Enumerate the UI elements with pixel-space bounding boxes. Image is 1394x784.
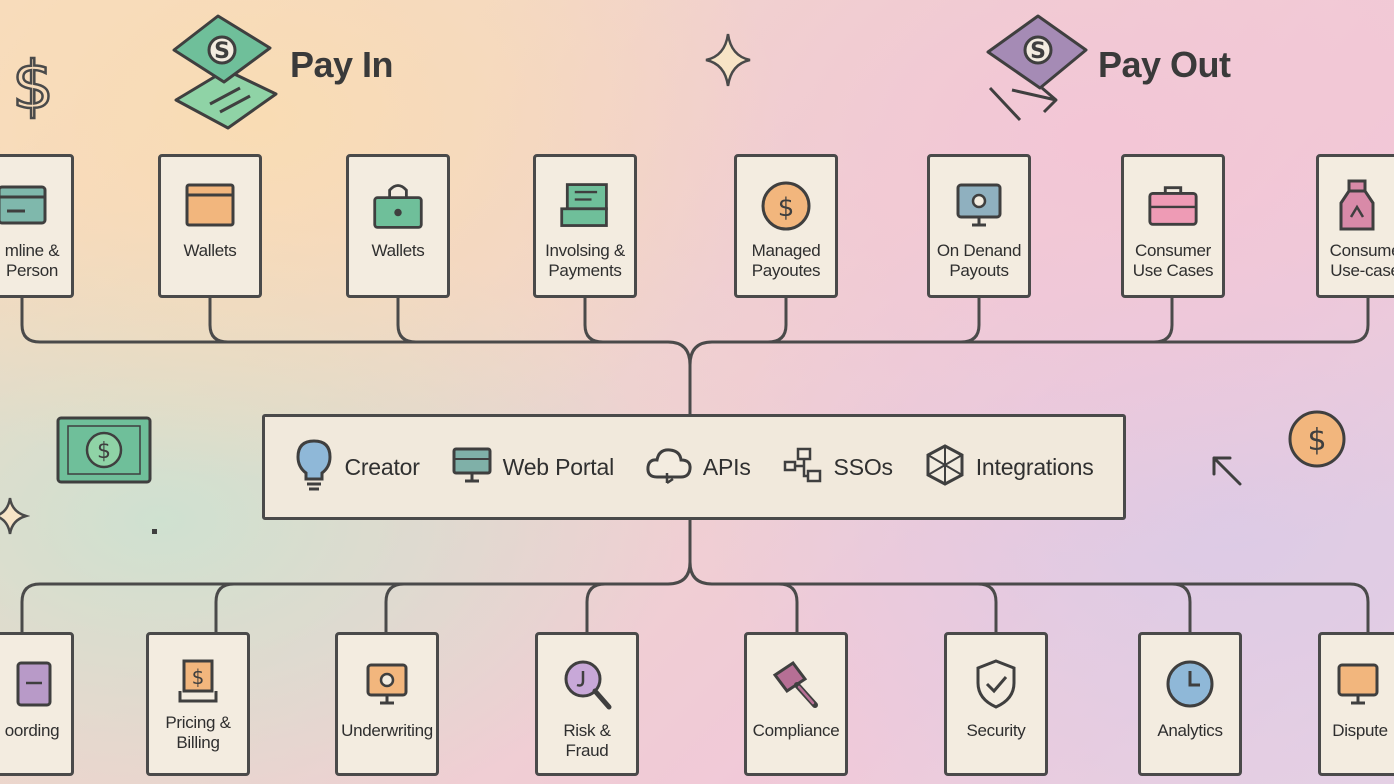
- top-node-managed-payouts[interactable]: $ Managed Payoutes: [734, 154, 838, 298]
- top-drop-6: [959, 296, 981, 344]
- cursor-arrow-icon: [1212, 456, 1242, 486]
- pay-out-icon: S: [986, 14, 1088, 122]
- bottom-drop-5: [777, 582, 799, 636]
- top-node-label: On Denand Payouts: [936, 241, 1022, 280]
- bottom-node-label: Underwriting: [341, 721, 433, 740]
- top-node-invoicing-payments[interactable]: Involsing & Payments: [533, 154, 637, 298]
- top-node-label: Managed Payoutes: [751, 241, 821, 280]
- bottom-drop-4: [585, 582, 607, 636]
- pay-in-title: Pay In: [290, 44, 394, 85]
- cube-icon: [924, 443, 966, 492]
- coin-icon: $: [1288, 410, 1346, 468]
- bottom-node-label: Analytics: [1157, 721, 1223, 740]
- wallet-icon: [183, 179, 237, 233]
- monitor-icon: [360, 657, 414, 711]
- hub-item-label: SSOs: [833, 453, 893, 480]
- hub-item-creator[interactable]: Creator: [294, 437, 420, 498]
- bottom-node-label: Compliance: [752, 721, 840, 740]
- network-icon: [782, 446, 824, 489]
- bottom-node-label: oording: [4, 721, 60, 740]
- svg-text:S: S: [1030, 39, 1046, 64]
- hub-item-label: Web Portal: [502, 453, 615, 480]
- cloud-icon: [645, 445, 693, 490]
- svg-text:S: S: [214, 39, 230, 64]
- price-tag-icon: $: [171, 655, 225, 709]
- hub-item-integrations[interactable]: Integrations: [924, 443, 1094, 492]
- bottom-drop-3: [384, 582, 406, 636]
- top-node-on-demand-payouts[interactable]: On Denand Payouts: [927, 154, 1031, 298]
- sparkle-icon: [705, 33, 751, 87]
- svg-text:$: $: [97, 439, 111, 464]
- bottom-node-underwriting[interactable]: Underwriting: [335, 632, 439, 776]
- pay-out-title: Pay Out: [1098, 44, 1231, 85]
- bottom-node-label: Pricing & Billing: [165, 713, 231, 752]
- top-node-online-person[interactable]: mline & Person: [0, 154, 74, 298]
- hub-item-label: Integrations: [975, 453, 1094, 480]
- svg-text:$: $: [778, 193, 795, 223]
- sparkle-small-icon: [0, 497, 30, 535]
- hub-item-label: APIs: [702, 453, 751, 480]
- svg-text:$: $: [12, 47, 54, 122]
- bottom-drop-6: [976, 582, 998, 636]
- top-node-label: Involsing & Payments: [545, 241, 625, 280]
- bottom-node-risk-fraud[interactable]: Risk & Fraud: [535, 632, 639, 776]
- invoice-stack-icon: [558, 179, 612, 233]
- top-node-wallets[interactable]: Wallets: [158, 154, 262, 298]
- top-drop-7: [1152, 296, 1174, 344]
- top-node-consumer-use-cases[interactable]: Consumer Use Cases: [1121, 154, 1225, 298]
- top-node-label: Wallets: [183, 241, 237, 260]
- banknote-icon: $: [56, 416, 152, 484]
- lightbulb-icon: [294, 437, 334, 498]
- locked-wallet-icon: [371, 179, 425, 233]
- platform-hub: Creator Web Portal APIs SSOs Integration…: [262, 414, 1126, 520]
- dollar-coin-icon: $: [759, 179, 813, 233]
- top-node-label: Consumer Use Cases: [1132, 241, 1214, 280]
- svg-text:$: $: [192, 665, 205, 689]
- top-node-wallets-secure[interactable]: Wallets: [346, 154, 450, 298]
- dollar-sign-icon: $: [11, 46, 56, 122]
- monitor-icon: [1331, 657, 1385, 711]
- monitor-icon: [952, 179, 1006, 233]
- monitor-icon: [451, 445, 493, 490]
- top-drop-1: [208, 296, 230, 344]
- bottom-node-onboarding[interactable]: oording: [0, 632, 74, 776]
- hub-item-ssos[interactable]: SSOs: [782, 446, 893, 489]
- card-icon: [0, 179, 49, 233]
- bottom-bus-line: [20, 518, 692, 636]
- hub-item-apis[interactable]: APIs: [645, 445, 751, 490]
- bottom-drop-2: [214, 582, 236, 636]
- briefcase-icon: [1146, 179, 1200, 233]
- magnifier-icon: [560, 657, 614, 711]
- gavel-icon: [769, 657, 823, 711]
- bottom-node-security[interactable]: Security: [944, 632, 1048, 776]
- bottom-drop-7: [1170, 582, 1192, 636]
- bottom-node-label: Security: [966, 721, 1026, 740]
- bottom-node-compliance[interactable]: Compliance: [744, 632, 848, 776]
- svg-text:$: $: [1307, 423, 1326, 458]
- hub-item-web-portal[interactable]: Web Portal: [451, 445, 614, 490]
- clock-icon: [1163, 657, 1217, 711]
- top-bus-line-right: [688, 296, 1370, 367]
- top-drop-2: [396, 296, 418, 344]
- pay-in-icon: S: [172, 14, 278, 130]
- top-node-label: mline & Person: [4, 241, 60, 280]
- top-bus-line: [20, 296, 692, 416]
- bottom-node-analytics[interactable]: Analytics: [1138, 632, 1242, 776]
- shield-icon: [969, 657, 1023, 711]
- dot-decoration: [152, 529, 157, 534]
- bottom-node-label: Dispute: [1332, 721, 1388, 740]
- top-drop-3: [583, 296, 605, 344]
- jar-icon: [1330, 179, 1384, 233]
- hub-item-label: Creator: [344, 453, 420, 480]
- bottom-bus-line-right: [688, 560, 1370, 636]
- top-node-label: Wallets: [371, 241, 425, 260]
- bottom-node-pricing-billing[interactable]: $ Pricing & Billing: [146, 632, 250, 776]
- top-drop-5: [766, 296, 788, 344]
- tablet-icon: [7, 657, 61, 711]
- bottom-node-label: Risk & Fraud: [563, 721, 611, 760]
- top-node-consumer-use-case[interactable]: Consume Use-case: [1316, 154, 1394, 298]
- bottom-node-dispute[interactable]: Dispute: [1318, 632, 1394, 776]
- top-node-label: Consume Use-case: [1329, 241, 1394, 280]
